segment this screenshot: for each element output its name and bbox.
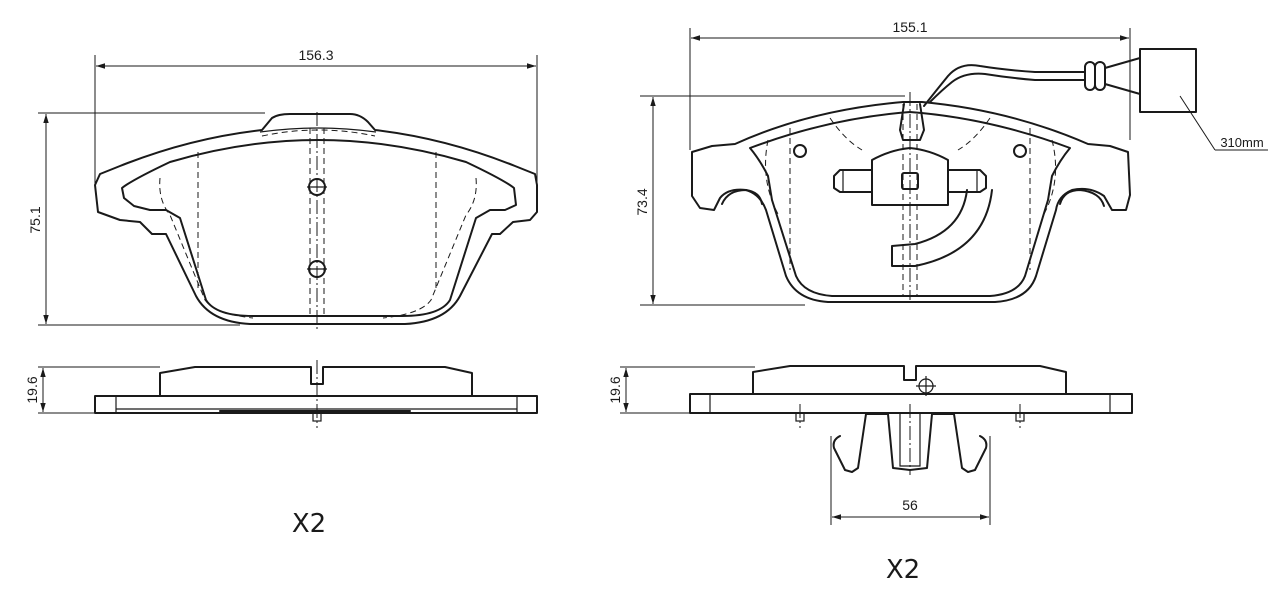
left-pad-thickness-dimension: 19.6 <box>24 368 46 412</box>
right-pad-clip-span-dimension: 56 <box>832 497 989 520</box>
left-pad-side-view <box>38 360 538 428</box>
right-pad-wire-label: 310mm <box>1220 135 1263 150</box>
right-pad-front-view <box>640 28 1268 306</box>
left-pad-quantity-label: X2 <box>292 509 326 539</box>
right-pad-height-label: 73.4 <box>634 188 650 215</box>
right-pad-thickness-dimension: 19.6 <box>607 368 629 412</box>
right-pad-side-view <box>620 365 1133 525</box>
right-pad-quantity-label: X2 <box>886 555 920 585</box>
left-pad-width-label: 156.3 <box>298 47 333 63</box>
right-pad-height-dimension: 73.4 <box>634 97 656 304</box>
right-pad-thickness-label: 19.6 <box>607 376 623 403</box>
right-pad-clip-span-label: 56 <box>902 497 918 513</box>
left-pad-thickness-label: 19.6 <box>24 376 40 403</box>
left-pad-width-dimension: 156.3 <box>96 47 536 69</box>
right-pad-width-dimension: 155.1 <box>691 19 1129 41</box>
right-pad-wire-length-callout: 310mm <box>1220 135 1263 150</box>
left-pad-height-label: 75.1 <box>27 206 43 233</box>
left-pad-front-view <box>38 55 538 330</box>
right-pad-width-label: 155.1 <box>892 19 927 35</box>
left-pad-height-dimension: 75.1 <box>27 114 49 324</box>
